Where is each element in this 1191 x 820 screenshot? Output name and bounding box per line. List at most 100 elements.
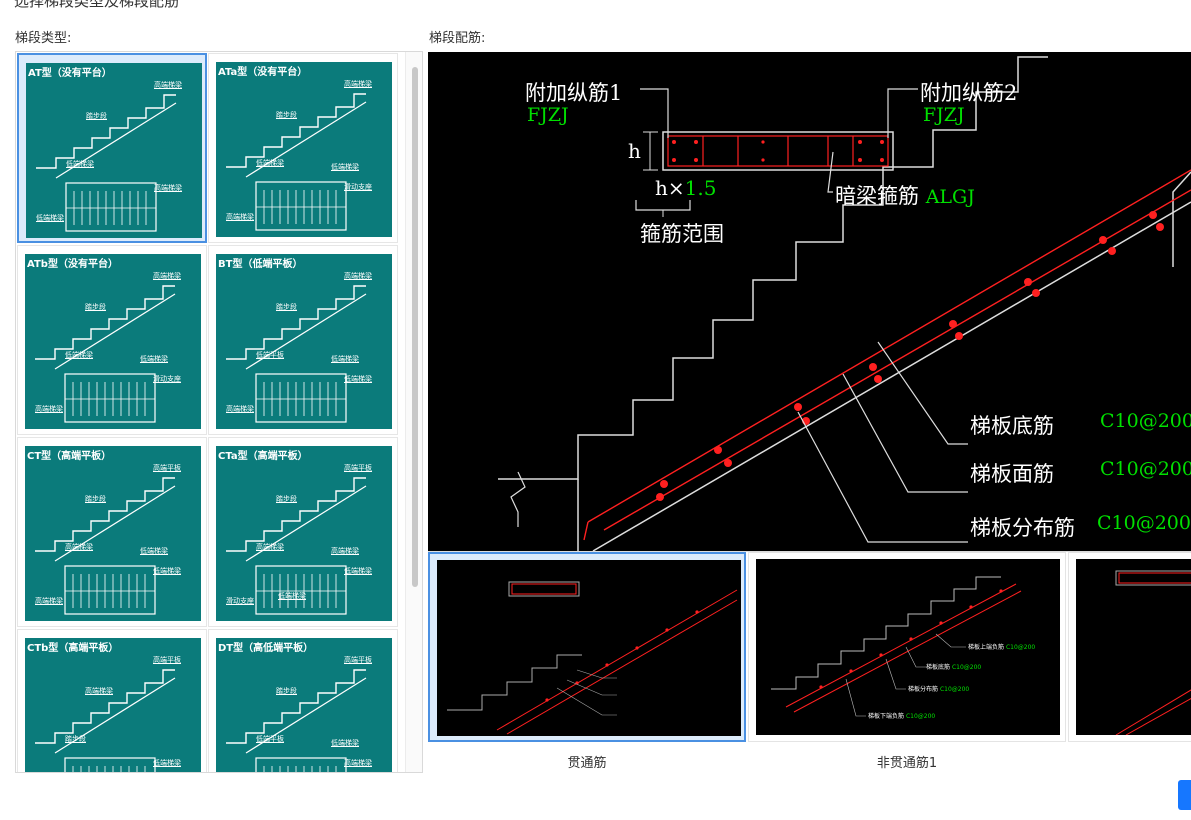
stair-part-label: 踏步段 [86, 112, 107, 120]
leader-fjzj2 [887, 88, 918, 138]
stair-type-name: CTa型（高端平板） [218, 451, 308, 462]
stair-step-outline [498, 56, 1048, 480]
stair-type-name: CTb型（高端平板） [27, 643, 119, 654]
top-rebar-label: 梯板面筋 [970, 462, 1054, 486]
confirm-button[interactable] [1178, 780, 1191, 810]
stair-part-label: 高端平板 [153, 656, 181, 664]
stair-part-label: 高端梯梁 [35, 597, 63, 605]
leader-algj [827, 151, 834, 193]
stair-part-label: 低端梯梁 [36, 214, 64, 222]
stair-type-name: BT型（低端平板） [218, 259, 303, 270]
stair-type-tile[interactable]: ATa型（没有平台）高端梯梁踏步段低端梯梁滑动支座高端梯梁低端梯梁 [208, 53, 398, 243]
algj-code: ALGJ [925, 186, 975, 208]
stair-type-diagram [226, 285, 367, 423]
stirrup-range-dimension [635, 200, 691, 211]
stair-part-label: 高端梯梁 [226, 405, 254, 413]
stair-part-label: 滑动支座 [226, 597, 254, 605]
stair-part-label: 低端梯梁 [256, 159, 284, 167]
rebar-option-through-label: 贯通筋 [567, 756, 607, 771]
stair-type-thumbnail: ATb型（没有平台）高端梯梁踏步段低端梯梁滑动支座高端梯梁低端梯梁 [25, 254, 201, 429]
fjzj1-label: 附加纵筋1 [525, 81, 623, 105]
stair-type-name: ATb型（没有平台） [27, 259, 118, 270]
stair-part-label: 高端梯梁 [256, 543, 284, 551]
stair-type-thumbnail: AT型（没有平台）高端梯梁踏步段低端梯梁高端梯梁低端梯梁 [26, 63, 202, 238]
h-multiplier-text: h× [655, 176, 685, 200]
stair-type-tile[interactable]: CTb型（高端平板）高端平板高端梯梁踏步段低端梯梁滑动支座 [17, 629, 207, 772]
stair-part-label: 低端梯梁 [66, 160, 94, 168]
leader-top [842, 373, 968, 493]
stair-type-diagram [226, 93, 367, 231]
mini-top-neg-label: 梯板上端负筋 C10@200 [968, 644, 1036, 651]
stair-part-label: 低端平板 [256, 351, 284, 359]
stair-part-label: 踏步段 [276, 687, 297, 695]
leader-bottom [877, 341, 968, 445]
fjzj2-label: 附加纵筋2 [920, 81, 1018, 105]
fjzj1-code: FJZJ [527, 104, 569, 126]
beam-stirrup-outline [667, 135, 889, 167]
stair-type-name: ATa型（没有平台） [218, 67, 308, 78]
stair-type-label: 梯段类型: [15, 31, 72, 46]
bottom-rebar-label: 梯板底筋 [970, 414, 1054, 438]
leader-dist [797, 411, 968, 543]
rebar-option-through-thumb [437, 560, 741, 736]
stair-part-label: 滑动支座 [153, 375, 181, 383]
dialog-title: 选择梯段类型及梯段配筋 [14, 0, 180, 10]
h-label: h [628, 139, 641, 163]
stair-part-label: 踏步段 [276, 495, 297, 503]
rebar-hook [583, 521, 589, 541]
scrollbar-thumb[interactable] [412, 67, 418, 587]
rebar-preview: 附加纵筋1 FJZJ 附加纵筋2 FJZJ h h×1.5 箍筋范围 暗梁箍筋 … [428, 52, 1191, 551]
stair-type-diagram [226, 669, 367, 772]
stair-part-label: 踏步段 [65, 735, 86, 743]
through-thumb-drawing [447, 581, 738, 735]
stair-type-tile[interactable]: AT型（没有平台）高端梯梁踏步段低端梯梁高端梯梁低端梯梁 [17, 53, 207, 243]
stair-part-label: 低端平板 [256, 735, 284, 743]
stair-part-label: 高端梯梁 [331, 547, 359, 555]
leader-fjzj1 [640, 88, 669, 138]
stair-part-label: 高端梯梁 [153, 272, 181, 280]
rebar-option-nonthrough-2-thumb [1076, 559, 1191, 735]
rebar-option-nonthrough-1-label: 非贯通筋1 [876, 756, 938, 771]
stair-type-thumbnail: CTa型（高端平板）高端平板踏步段高端梯梁低端梯梁滑动支座高端梯梁低端梯梁 [216, 446, 392, 621]
stair-part-label: 低端梯梁 [140, 355, 168, 363]
stair-part-label: 低端梯梁 [344, 375, 372, 383]
rebar-option-nonthrough-2[interactable] [1068, 552, 1191, 742]
rebar-drawing [498, 56, 1191, 551]
stair-type-tile[interactable]: DT型（高低端平板）高端平板踏步段低端平板高端梯梁滑动支座低端梯梁高端梯梁 [208, 629, 398, 772]
stair-part-label: 踏步段 [276, 111, 297, 119]
mini-dist-label: 梯板分布筋 C10@200 [908, 686, 970, 693]
stirrup-lines [702, 136, 854, 166]
nonthrough2-thumb-drawing [1115, 570, 1191, 735]
stair-type-thumbnail: ATa型（没有平台）高端梯梁踏步段低端梯梁滑动支座高端梯梁低端梯梁 [216, 62, 392, 237]
stair-part-label: 高端梯梁 [344, 272, 372, 280]
stair-type-name: CT型（高端平板） [27, 451, 112, 462]
stair-type-diagram [35, 477, 176, 615]
bottom-rebar-value: C10@200 [1100, 410, 1191, 432]
bottom-rebar-line [603, 189, 1191, 531]
stair-type-tile[interactable]: BT型（低端平板）高端梯梁踏步段低端平板低端梯梁高端梯梁低端梯梁 [208, 245, 398, 435]
h-multiplier: h×1.5 [655, 176, 716, 200]
h-multiplier-value: 1.5 [684, 176, 717, 200]
stair-part-label: 低端梯梁 [331, 355, 359, 363]
stair-part-label: 高端梯梁 [226, 213, 254, 221]
rebar-option-nonthrough-1-thumb: 梯板上端负筋 C10@200 梯板底筋 C10@200 梯板分布筋 C10@20… [756, 559, 1060, 735]
top-rebar-value: C10@200 [1100, 458, 1191, 480]
slab-soffit-line [592, 201, 1191, 551]
stair-type-tile[interactable]: CTa型（高端平板）高端平板踏步段高端梯梁低端梯梁滑动支座高端梯梁低端梯梁 [208, 437, 398, 627]
rebar-label: 梯段配筋: [429, 31, 486, 46]
rebar-option-nonthrough-1[interactable]: 梯板上端负筋 C10@200 梯板底筋 C10@200 梯板分布筋 C10@20… [748, 552, 1066, 742]
stair-type-diagram [35, 669, 176, 772]
hidden-beam-section [662, 131, 894, 171]
stair-part-label: 高端梯梁 [344, 80, 372, 88]
upper-beam-outline [1172, 171, 1191, 267]
stair-type-tile[interactable]: ATb型（没有平台）高端梯梁踏步段低端梯梁滑动支座高端梯梁低端梯梁 [17, 245, 207, 435]
mini-bottom-neg-label: 梯板下端负筋 C10@200 [868, 713, 936, 720]
top-rebar-line [587, 169, 1191, 523]
stair-type-diagram [36, 94, 177, 232]
stair-part-label: 高端平板 [344, 656, 372, 664]
vertical-scrollbar[interactable] [405, 52, 422, 772]
stair-type-tile[interactable]: CT型（高端平板）高端平板踏步段高端梯梁低端梯梁高端梯梁低端梯梁 [17, 437, 207, 627]
rebar-option-through[interactable] [428, 552, 746, 742]
